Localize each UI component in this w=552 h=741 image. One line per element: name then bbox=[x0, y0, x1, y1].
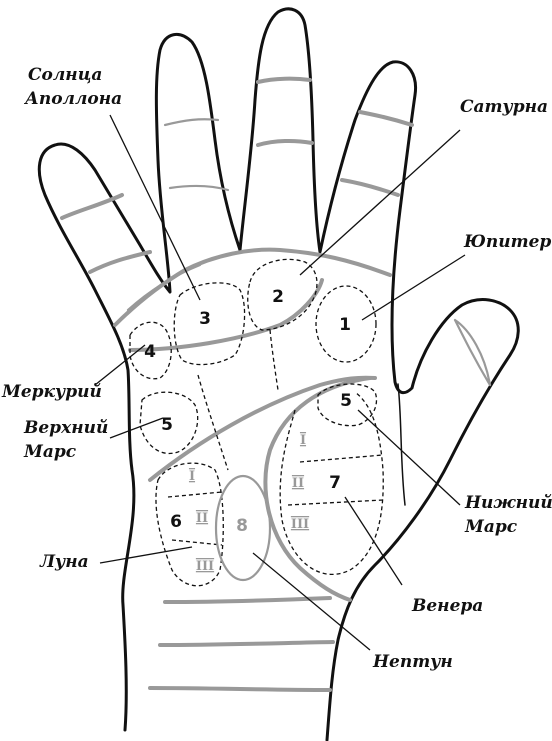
mount-moon-region bbox=[155, 462, 224, 587]
mount-number-2: 2 bbox=[272, 287, 284, 307]
heart-line bbox=[128, 278, 324, 352]
wrist-lines bbox=[148, 596, 335, 692]
leader-saturn bbox=[299, 129, 461, 276]
label-sun: Солнца Аполлона bbox=[23, 65, 122, 109]
mount-number-5-lower: 5 bbox=[340, 391, 352, 411]
labels: Солнца Аполлона Сатурна Юпитер Меркурий … bbox=[1, 65, 552, 672]
mount-number-3: 3 bbox=[199, 309, 211, 329]
finger-joints bbox=[60, 76, 414, 274]
leader-venus bbox=[344, 496, 403, 586]
mount-neptune-region bbox=[214, 474, 272, 582]
venus-roman-2: II bbox=[292, 476, 304, 491]
venus-roman-3: III bbox=[291, 517, 309, 532]
leader-lower-mars bbox=[357, 409, 461, 506]
mount-number-6: 6 bbox=[170, 512, 182, 532]
leader-upper-mars bbox=[109, 417, 164, 439]
mount-number-8: 8 bbox=[236, 516, 248, 536]
leader-mercury bbox=[94, 344, 146, 386]
mount-lower-mars-region bbox=[317, 383, 378, 427]
palm-lines bbox=[128, 278, 377, 602]
leader-lines bbox=[94, 114, 466, 651]
mount-mercury-region bbox=[129, 321, 172, 380]
mount-number-7: 7 bbox=[329, 473, 341, 493]
mount-upper-mars-link bbox=[197, 374, 229, 471]
label-jupiter: Юпитер bbox=[463, 232, 551, 252]
moon-roman-3: III bbox=[196, 559, 214, 574]
life-line bbox=[263, 376, 372, 602]
leader-neptune bbox=[252, 552, 371, 651]
leader-moon bbox=[99, 546, 193, 564]
mount-number-1: 1 bbox=[339, 315, 351, 335]
label-saturn: Сатурна bbox=[460, 97, 548, 117]
label-mercury: Меркурий bbox=[1, 382, 102, 402]
label-venus: Венера bbox=[411, 596, 483, 616]
head-line bbox=[148, 375, 377, 482]
label-neptune: Нептун bbox=[372, 652, 453, 672]
moon-roman-2: II bbox=[196, 511, 208, 526]
mount-saturn-region bbox=[247, 258, 318, 331]
mount-saturn-link bbox=[269, 329, 279, 391]
mount-number-4: 4 bbox=[144, 342, 156, 362]
label-upper-mars: Верхний Марс bbox=[23, 418, 114, 462]
label-lower-mars: Нижний Марс bbox=[464, 493, 552, 537]
moon-roman-1: I bbox=[189, 469, 195, 484]
mount-jupiter-region bbox=[315, 285, 377, 363]
thumb-mount-lens bbox=[453, 318, 492, 387]
roman-numerals: I II III I II III bbox=[189, 433, 309, 574]
leader-jupiter bbox=[361, 254, 466, 321]
venus-roman-1: I bbox=[300, 433, 306, 448]
mount-regions bbox=[129, 258, 384, 587]
hand-outline bbox=[37, 7, 520, 741]
finger-base-lines bbox=[113, 247, 392, 327]
leader-sun bbox=[109, 114, 201, 301]
mount-number-5-upper: 5 bbox=[161, 415, 173, 435]
mount-upper-mars-region bbox=[139, 391, 199, 455]
mount-numbers: 1 2 3 4 5 5 6 7 8 bbox=[144, 287, 352, 536]
label-moon: Луна bbox=[39, 552, 89, 572]
thumb-inner bbox=[397, 383, 406, 506]
